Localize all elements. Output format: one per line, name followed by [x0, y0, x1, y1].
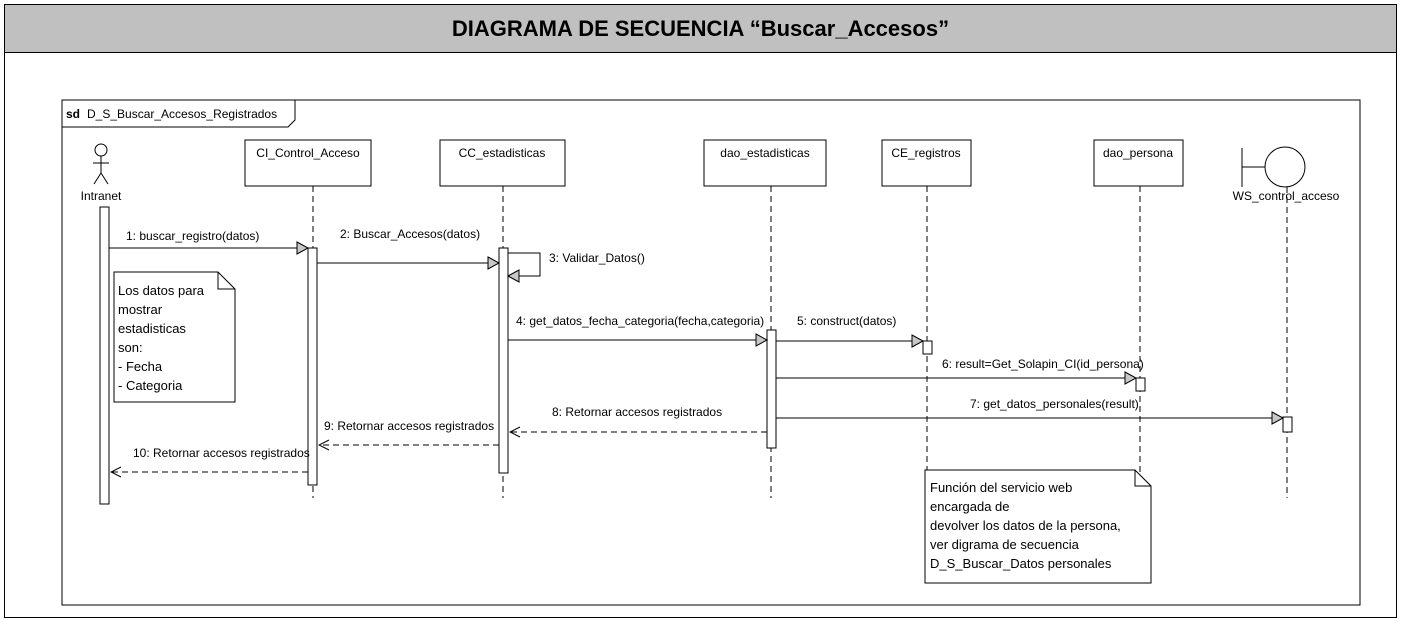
messages	[109, 241, 1285, 425]
lifeline-head-ce: CE_registros	[881, 139, 972, 187]
note-servicio-web-line: D_S_Buscar_Datos personales	[930, 556, 1112, 571]
note-servicio-web-line: Función del servicio web	[930, 480, 1072, 495]
note-datos-line: estadisticas	[118, 321, 186, 336]
lifeline-head-ci: CI_Control_Acceso	[244, 139, 372, 187]
lifeline-label-ce: CE_registros	[891, 146, 960, 160]
lifeline-label-dao-estadisticas: dao_estadisticas	[720, 146, 809, 160]
msg-8-label: 8: Retornar accesos registrados	[552, 405, 722, 419]
activation-ce	[922, 340, 933, 355]
msg-3-line	[508, 252, 541, 277]
note-servicio-web-line: ver digrama de secuencia	[930, 537, 1080, 552]
msg-10-label: 10: Retornar accesos registrados	[133, 446, 310, 460]
msg-4-arrowhead	[755, 333, 769, 347]
note-datos-line: mostrar	[118, 302, 163, 317]
lifeline-head-cc: CC_estadisticas	[439, 139, 566, 187]
msg-2-label: 2: Buscar_Accesos(datos)	[340, 227, 480, 241]
note-datos-line: son:	[118, 340, 143, 355]
activation-ws	[1282, 416, 1293, 433]
msg-1-arrowhead	[296, 241, 310, 255]
lifeline-label-ci: CI_Control_Acceso	[256, 146, 360, 160]
lifeline-head-dao-persona: dao_persona	[1093, 139, 1184, 187]
frame-keyword: sd	[66, 107, 80, 121]
boundary-icon	[1241, 146, 1306, 188]
return-messages	[111, 432, 767, 472]
boundary-label: WS_control_acceso	[1233, 189, 1340, 203]
activation-intranet	[99, 206, 110, 505]
activation-dao-estadisticas	[766, 329, 777, 449]
note-datos: Los datos para mostrar estadisticas son:…	[113, 271, 236, 403]
page-title: DIAGRAMA DE SECUENCIA “Buscar_Accesos”	[5, 5, 1396, 53]
note-datos-line: Los datos para	[118, 283, 205, 298]
msg-4-label: 4: get_datos_fecha_categoria(fecha,categ…	[516, 314, 764, 328]
diagram-page: DIAGRAMA DE SECUENCIA “Buscar_Accesos”	[4, 4, 1397, 618]
note-servicio-web-line: encargada de	[930, 499, 1010, 514]
lifeline-label-dao-persona: dao_persona	[1103, 146, 1173, 160]
msg-1-label: 1: buscar_registro(datos)	[126, 229, 259, 243]
note-datos-line: - Categoria	[118, 378, 183, 393]
note-servicio-web: Función del servicio web encargada de de…	[924, 469, 1152, 584]
note-servicio-web-line: devolver los datos de la persona,	[930, 518, 1121, 533]
msg-6-label: 6: result=Get_Solapin_CI(id_persona)	[942, 357, 1144, 371]
msg-5-arrowhead	[911, 334, 925, 348]
msg-2-arrowhead	[487, 256, 501, 270]
note-datos-line: - Fecha	[118, 359, 163, 374]
lifeline-head-dao-estadisticas: dao_estadisticas	[703, 139, 827, 187]
msg-3-label: 3: Validar_Datos()	[549, 251, 645, 265]
msg-3-arrowhead	[506, 269, 520, 283]
actor-label: Intranet	[81, 189, 122, 203]
activation-cc	[498, 247, 509, 474]
msg-6-arrowhead	[1124, 371, 1138, 385]
lifeline-label-cc: CC_estadisticas	[459, 146, 546, 160]
activation-ci	[307, 247, 318, 486]
sd-frame	[61, 99, 1361, 606]
msg-7-arrowhead	[1271, 411, 1285, 425]
frame-name: D_S_Buscar_Accesos_Registrados	[87, 107, 277, 121]
msg-5-label: 5: construct(datos)	[797, 314, 896, 328]
sd-frame-tab	[62, 100, 296, 128]
msg-9-label: 9: Retornar accesos registrados	[324, 419, 494, 433]
msg-7-label: 7: get_datos_personales(result)	[970, 397, 1139, 411]
activations	[99, 206, 1293, 505]
activation-dao-persona	[1135, 377, 1146, 392]
actor-icon	[93, 143, 109, 185]
